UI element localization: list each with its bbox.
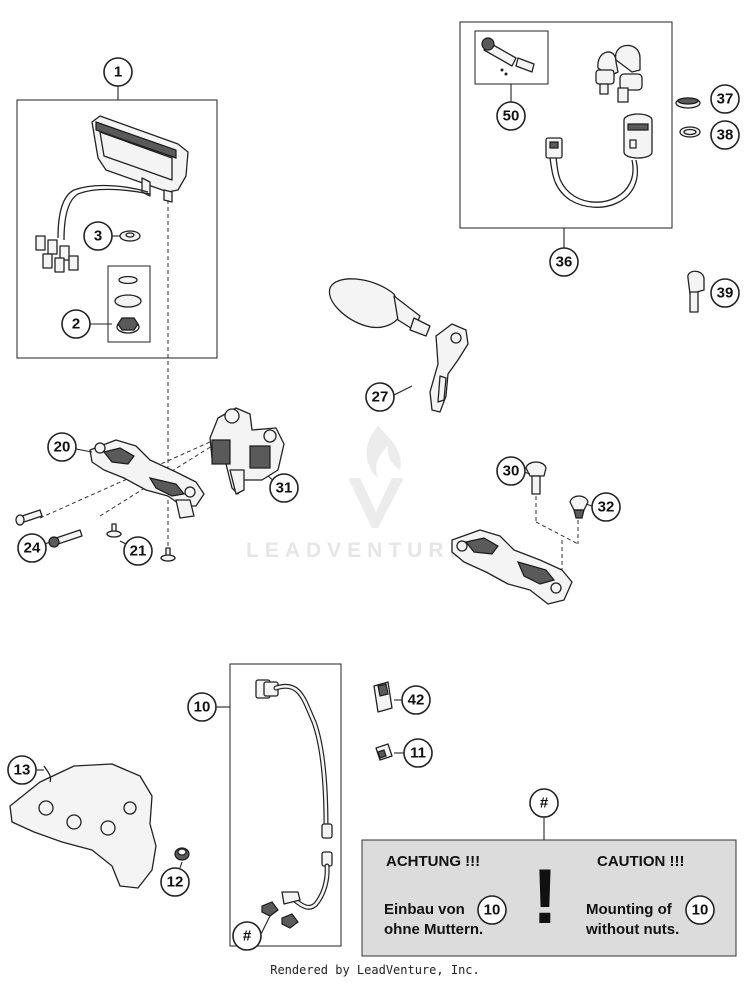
callout-12: 12: [160, 867, 190, 897]
holder-lower: [451, 461, 593, 605]
svg-text:20: 20: [54, 439, 71, 456]
clips: [373, 681, 404, 761]
dashboard-holder: [89, 439, 205, 519]
svg-text:10: 10: [692, 902, 709, 919]
svg-text:38: 38: [717, 127, 734, 144]
svg-text:37: 37: [717, 91, 734, 108]
svg-text:13: 13: [14, 762, 31, 779]
speed-sensor-cable: [216, 663, 342, 947]
callout-30: 30: [496, 456, 526, 486]
leadventure-watermark: LEADVENTURE: [246, 426, 470, 562]
svg-text:#: #: [243, 928, 252, 945]
callout-2: 2: [61, 309, 91, 339]
svg-text:12: 12: [167, 874, 184, 891]
callout-31: 31: [269, 473, 299, 503]
callout-42: 42: [401, 685, 431, 715]
grommet-kit-box: [107, 265, 151, 343]
brake-disc-guard: [9, 763, 190, 889]
svg-text:42: 42: [408, 692, 425, 709]
callout-warning-en-ref: 10: [685, 895, 715, 925]
sensor-cable-box: [229, 663, 342, 947]
callout-50: 50: [496, 101, 526, 131]
svg-text:#: #: [540, 795, 549, 812]
svg-text:21: 21: [130, 543, 147, 560]
svg-text:10: 10: [484, 902, 501, 919]
warning-de-line1: Einbau von: [384, 901, 465, 918]
svg-text:10: 10: [194, 699, 211, 716]
svg-text:27: 27: [372, 389, 389, 406]
callout-27: 27: [365, 382, 395, 412]
svg-text:24: 24: [24, 540, 41, 557]
callout-3: 3: [83, 221, 113, 251]
svg-text:2: 2: [72, 316, 80, 333]
ignition-group: [459, 21, 705, 313]
warning-box: [361, 839, 737, 957]
svg-text:32: 32: [598, 499, 615, 516]
callout-39: 39: [710, 278, 740, 308]
callout-21: 21: [123, 536, 153, 566]
warning-title-en: CAUTION !!!: [597, 853, 684, 870]
callout-warning-de-ref: 10: [477, 895, 507, 925]
svg-text:1: 1: [114, 64, 122, 81]
turn-signal: [328, 278, 469, 413]
callout-11: 11: [403, 738, 433, 768]
svg-text:11: 11: [410, 745, 426, 762]
rendered-by-footer: Rendered by LeadVenture, Inc.: [270, 963, 480, 977]
callout-37: 37: [710, 84, 740, 114]
bolts-24: [15, 509, 83, 548]
svg-text:30: 30: [503, 463, 520, 480]
callout-hash-bottom: #: [232, 921, 262, 951]
warning-title-de: ACHTUNG !!!: [386, 853, 480, 870]
warning-en-line2: without nuts.: [585, 921, 679, 938]
callout-38: 38: [710, 120, 740, 150]
svg-text:39: 39: [717, 285, 734, 302]
warning-en-line1: Mounting of: [586, 901, 673, 918]
watermark-text: LEADVENTURE: [246, 539, 470, 562]
ignition-box: [459, 21, 673, 229]
svg-text:36: 36: [556, 254, 573, 271]
callout-10: 10: [187, 692, 217, 722]
callout-hash-top: #: [529, 788, 559, 818]
callout-13: 13: [7, 755, 37, 785]
callout-20: 20: [47, 432, 77, 462]
callout-1: 1: [103, 57, 133, 87]
svg-text:31: 31: [276, 480, 293, 497]
warning-notice: ACHTUNG !!! CAUTION !!! ! Einbau von ohn…: [361, 816, 737, 957]
warning-exclamation: !: [532, 852, 558, 940]
dashboard-box: [16, 99, 218, 359]
svg-text:50: 50: [503, 108, 520, 125]
holder-bracket: [209, 407, 285, 495]
svg-text:3: 3: [94, 228, 102, 245]
dashboard-group: [16, 86, 218, 359]
screws-21: [106, 523, 176, 562]
callout-24: 24: [17, 533, 47, 563]
warning-de-line2: ohne Muttern.: [384, 921, 483, 938]
callout-32: 32: [591, 492, 621, 522]
callout-36: 36: [549, 247, 579, 277]
